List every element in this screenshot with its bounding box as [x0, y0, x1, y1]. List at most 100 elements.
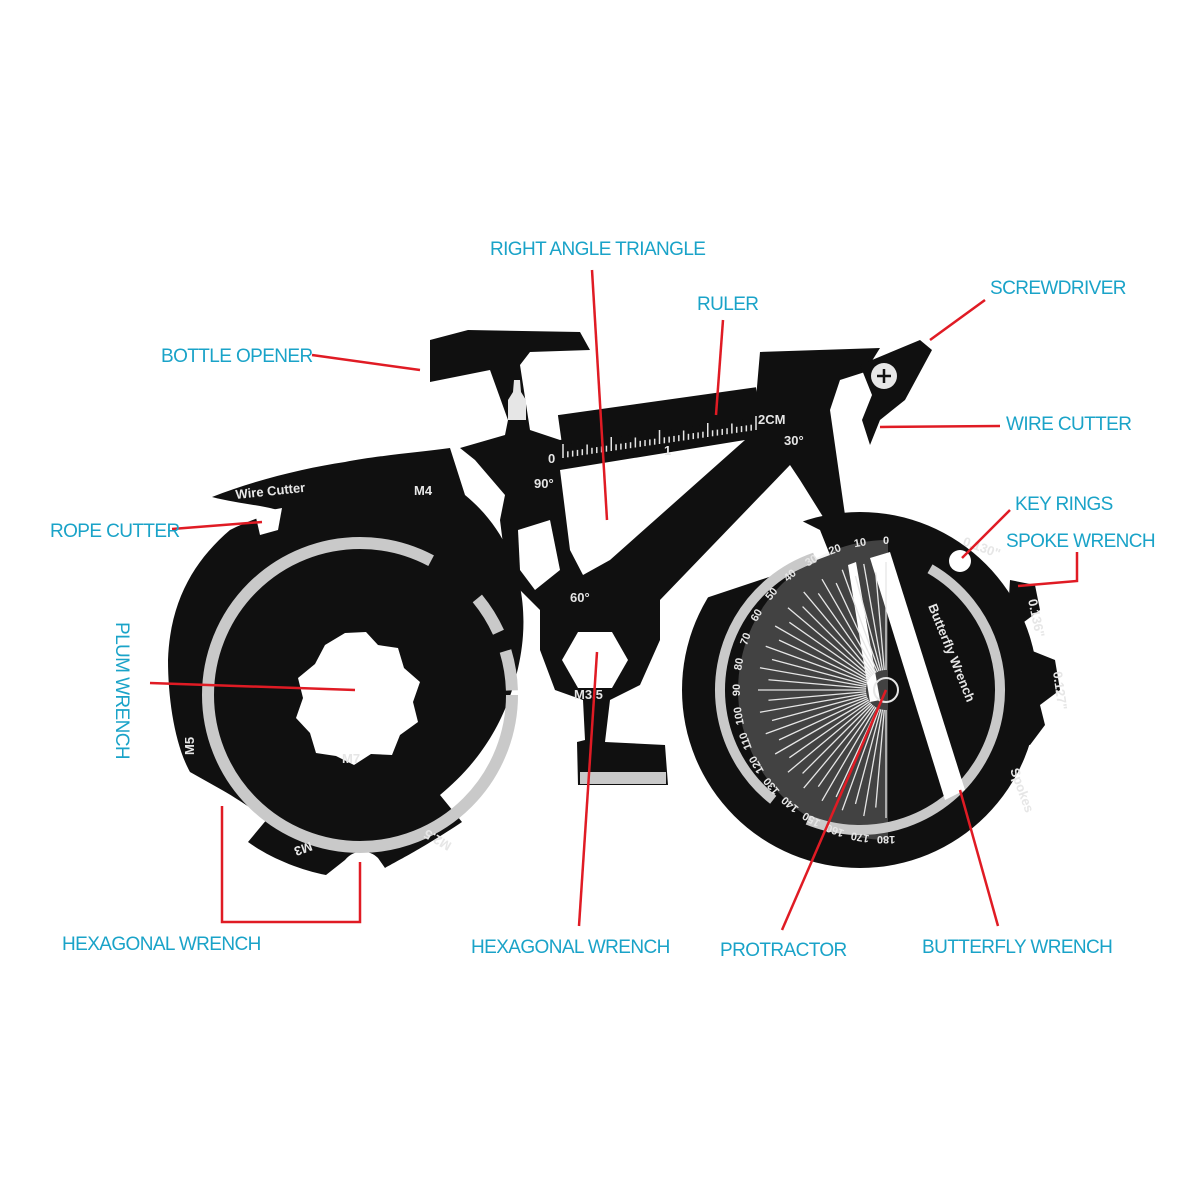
protractor-ticks — [758, 562, 887, 818]
protractor-tick — [778, 697, 869, 741]
protractor-scale-label: 60 — [749, 607, 766, 624]
label-key-rings: KEY RINGS — [1015, 494, 1113, 515]
rope-cutter-notch — [255, 508, 282, 535]
leader-hexagonal-wrench-left — [220, 806, 362, 924]
butterfly-wrench-slot — [870, 552, 965, 800]
protractor-scale-label: 160 — [824, 821, 845, 839]
protractor-tick — [821, 706, 877, 802]
protractor-scale-label: 90 — [731, 684, 743, 696]
leader-lines — [149, 269, 1079, 931]
protractor-tick — [787, 607, 872, 678]
engraving-m4: M4 — [414, 483, 433, 498]
protractor-tick — [771, 658, 867, 686]
ruler-strip — [557, 387, 761, 445]
leader-rope-cutter — [171, 520, 263, 531]
engraving-m7: M7 — [342, 751, 360, 766]
frame-window-right — [700, 480, 830, 600]
label-hexagonal-wrench-left: HEXAGONAL WRENCH — [62, 934, 261, 955]
protractor-tick — [759, 692, 867, 713]
protractor-tick — [863, 709, 884, 817]
protractor-tick — [802, 703, 873, 774]
leader-bottle-opener — [311, 353, 421, 372]
protractor-tick — [788, 621, 870, 680]
label-rope-cutter: ROPE CUTTER — [50, 521, 180, 542]
front-wheel-teeth — [1000, 580, 1060, 745]
engraving-spoke-127: 0.127" — [1050, 670, 1070, 710]
protractor-scale-label: 0 — [883, 535, 889, 547]
engraving-ruler-two: 2CM — [758, 412, 785, 427]
leader-plum-wrench — [149, 681, 356, 692]
label-screwdriver: SCREWDRIVER — [990, 278, 1126, 299]
protractor-tick — [765, 645, 868, 684]
frame-window-upper — [560, 440, 745, 575]
protractor-tick — [835, 582, 879, 673]
label-ruler: RULER — [697, 294, 758, 315]
protractor-tick — [802, 606, 873, 677]
protractor-scale-label: 30 — [803, 553, 820, 570]
label-butterfly-wrench: BUTTERFLY WRENCH — [922, 937, 1112, 958]
protractor-scale-label: 10 — [853, 536, 867, 550]
leader-butterfly-wrench — [958, 789, 1000, 927]
protractor-scale-label: 70 — [738, 631, 753, 647]
leader-hexagonal-wrench-center — [577, 651, 599, 927]
protractor-center — [873, 677, 899, 703]
engraving-wire-cutter: Wire Cutter — [235, 480, 306, 502]
frame-window-lower — [518, 520, 560, 590]
ruler-ticks — [562, 416, 757, 458]
label-right-angle-triangle: RIGHT ANGLE TRIANGLE — [490, 239, 705, 260]
leader-ruler — [714, 319, 725, 416]
callout-labels: RIGHT ANGLE TRIANGLE RULER SCREWDRIVER B… — [50, 239, 1156, 961]
protractor-tick — [803, 704, 874, 789]
protractor-tick — [774, 699, 870, 755]
engraving-ruler-zero: 0 — [548, 451, 555, 466]
protractor-tick — [778, 639, 869, 683]
label-wire-cutter: WIRE CUTTER — [1006, 414, 1131, 435]
protractor-tick — [863, 563, 884, 671]
engraving-angle-90: 90° — [534, 476, 554, 491]
bike-frame — [430, 330, 880, 785]
protractor-tick — [841, 708, 880, 811]
leader-right-angle-triangle — [590, 269, 609, 521]
engraving-angle-30: 30° — [784, 433, 804, 448]
protractor-tick — [854, 575, 882, 671]
protractor-tick — [875, 709, 885, 808]
protractor-tick — [788, 700, 870, 759]
protractor-tick — [787, 702, 872, 773]
engraving-m3: M3 — [292, 839, 314, 859]
bottle-icon — [508, 380, 526, 420]
leader-wire-cutter — [879, 424, 1001, 429]
engraving-angle-60: 60° — [570, 590, 590, 605]
pedal-edge — [580, 772, 666, 784]
leader-screwdriver — [929, 298, 986, 342]
protractor-tick — [765, 696, 868, 735]
label-bottle-opener: BOTTLE OPENER — [161, 346, 313, 367]
protractor-tick — [759, 667, 867, 688]
protractor-scale-label: 100 — [732, 706, 747, 726]
engraving-m3-5: M3.5 — [574, 687, 603, 702]
protractor-scale-label: 110 — [737, 731, 754, 752]
protractor-tick — [854, 709, 882, 805]
leader-protractor — [780, 689, 888, 931]
protractor-tick — [817, 592, 876, 674]
engraving-ruler-one: 1 — [664, 443, 671, 458]
protractor-labels: 0102030405060708090100110120130140150160… — [731, 535, 895, 845]
protractor-tick — [817, 706, 876, 788]
protractor-tick — [821, 578, 877, 674]
engraving-m5: M5 — [182, 737, 197, 755]
leader-key-rings — [961, 509, 1011, 559]
protractor-scale-label: 80 — [732, 657, 746, 671]
protractor-scale-label: 20 — [827, 542, 843, 557]
protractor-tick — [768, 679, 867, 689]
plum-wrench-cutout — [296, 632, 420, 765]
label-hexagonal-wrench-center: HEXAGONAL WRENCH — [471, 937, 670, 958]
label-plum-wrench: PLUM WRENCH — [111, 622, 132, 759]
protractor-tick — [803, 591, 874, 676]
protractor-tick — [774, 625, 870, 681]
rear-wheel-polished-ring — [202, 537, 518, 853]
label-spoke-wrench: SPOKE WRENCH — [1006, 531, 1155, 552]
protractor-scale-label: 170 — [850, 829, 870, 844]
protractor-tick — [768, 691, 867, 701]
label-protractor: PROTRACTOR — [720, 940, 847, 961]
front-wheel-polished-ring — [715, 545, 1005, 835]
